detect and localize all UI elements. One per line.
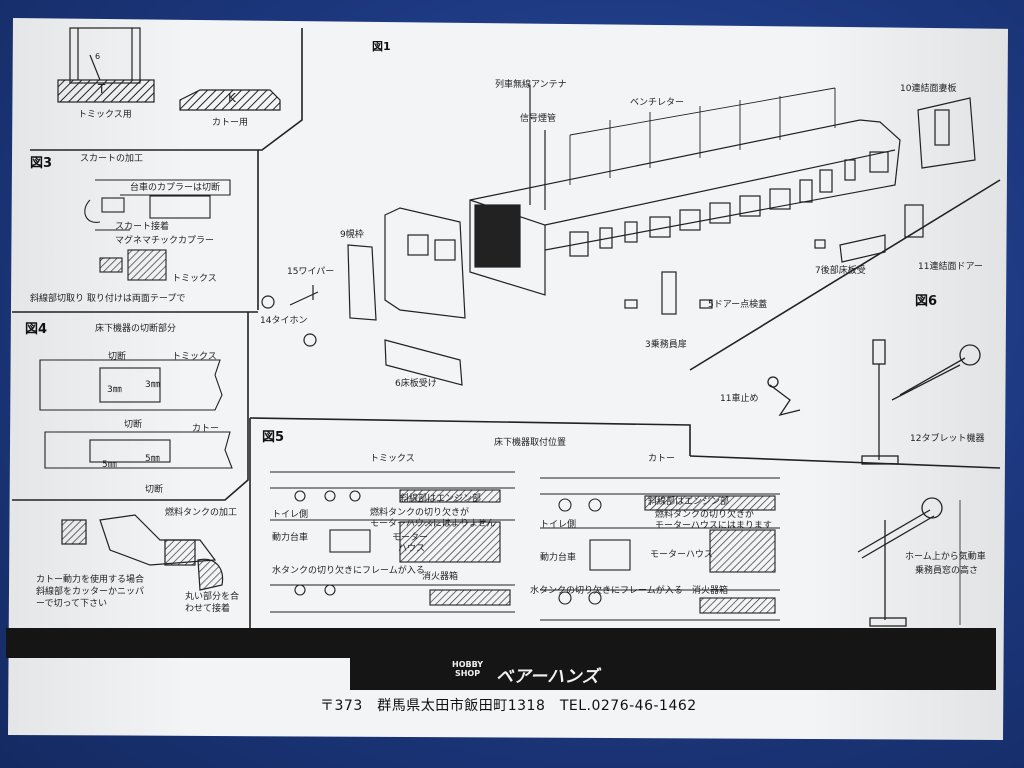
label-5mm-a: 5㎜ — [102, 460, 117, 470]
label-engine-part: 斜線部はエンジン部 — [400, 494, 482, 504]
label-tomix-c: トミックス — [370, 454, 415, 464]
footer-bar — [6, 628, 996, 658]
accessories-drawing — [767, 339, 981, 627]
railcar-drawing — [261, 85, 976, 386]
label-floor6: 6床板受け — [395, 379, 437, 389]
fuel-tank-drawing — [61, 514, 224, 591]
skirt-drawing — [84, 179, 231, 281]
label-power-bogie-a: 動力台車 — [272, 533, 309, 543]
label-fuel-note-b: 燃料タンクの切り欠きが — [655, 510, 755, 520]
shop-name: ベアーハンズ — [496, 667, 600, 687]
label-signal-horn: 信号煙管 — [520, 114, 557, 124]
instruction-sheet — [8, 18, 1008, 740]
label-water-tank-a: 水タンクの切り欠きにフレームが入る — [272, 566, 425, 576]
underfloor-cut-drawing — [39, 359, 233, 469]
label-kato-power: カトー動力を使用する場合 — [36, 575, 145, 585]
fig6-title: 図6 — [915, 294, 938, 309]
label-fuel-tank: 燃料タンクの加工 — [165, 508, 238, 518]
shop-text: SHOP — [454, 669, 481, 678]
label-magnematic: マグネマチックカプラー — [115, 236, 215, 246]
label-round-part: 丸い部分を合 — [185, 592, 240, 602]
label-toilet-b: トイレ側 — [540, 520, 577, 530]
label-floor7: 7後部床板受 — [815, 266, 866, 276]
label-3mm-a: 3㎜ — [107, 385, 122, 395]
floor-layout-drawing — [270, 471, 780, 621]
hobby-text: HOBBY — [452, 660, 484, 669]
label-tomix: トミックス — [172, 274, 217, 284]
label-extinguisher-b: 消火器箱 — [692, 586, 729, 596]
fig5-subtitle: 床下機器取付位置 — [494, 438, 567, 448]
label-fuel-note: 燃料タンクの切り欠きが — [370, 508, 470, 518]
label-water-tank-b: 水タンクの切り欠きにフレームが入る — [530, 586, 683, 596]
footer-bar-right — [350, 658, 996, 690]
label-round-part2: わせて接着 — [185, 604, 231, 614]
hobby-shop-mark: HOBBY SHOP — [452, 660, 483, 678]
label-toilet-a: トイレ側 — [272, 510, 309, 520]
label-cut-b: 切断 — [124, 420, 143, 430]
label-tomix-b: トミックス — [172, 352, 217, 362]
coupler-profile-drawing — [57, 27, 281, 111]
label-kato-used: カトー用 — [212, 118, 249, 128]
fig5-title: 図5 — [262, 430, 285, 445]
label-slant-cut: 斜線部切取り 取り付けは両面テープで — [30, 294, 186, 304]
label-3mm-b: 3㎜ — [145, 380, 160, 390]
label-t: T — [98, 82, 106, 96]
label-kato-power2: 斜線部をカッターかニッパ — [36, 587, 145, 597]
label-skirt-glue: スカート接着 — [115, 222, 170, 232]
label-door11: 11連結面ドアー — [918, 262, 983, 272]
label-horn: 14タイホン — [260, 316, 308, 326]
label-motor-house-a: モーター — [392, 533, 429, 543]
label-5mm-b: 5㎜ — [145, 454, 160, 464]
label-tomix-used: トミックス用 — [78, 110, 132, 120]
fig3-subtitle: スカートの加工 — [80, 154, 144, 164]
label-ventilator: ベンチレター — [630, 98, 685, 108]
label-power-bogie-b: 動力台車 — [540, 553, 577, 563]
label-platform2: 乗務員窓の高さ — [915, 566, 979, 576]
label-coupler-cut: 台車のカプラーは切断 — [130, 183, 221, 193]
label-extinguisher-a: 消火器箱 — [422, 572, 459, 582]
label-k: K — [228, 91, 236, 105]
label-antenna: 列車無線アンテナ — [495, 80, 567, 90]
label-platform: ホーム上から気動車 — [905, 552, 986, 562]
label-motor-house-b: モーターハウス — [650, 550, 713, 560]
label-kato-power3: ーで切って下さい — [36, 599, 108, 609]
label-frame9: 9幌枠 — [340, 230, 364, 240]
label-engine-part-b: 斜線部はエンジン部 — [648, 497, 730, 507]
fig3-title: 図3 — [30, 156, 53, 171]
label-wiper: 15ワイパー — [287, 267, 335, 277]
label-kato-a: カトー — [192, 424, 220, 434]
label-fuel-note-b2: モーターハウスにはまります — [655, 521, 772, 531]
label-fuel-note2: モーターハウスにはまりません — [370, 519, 496, 529]
label-kato-c: カトー — [648, 454, 676, 464]
fig4-subtitle: 床下機器の切断部分 — [95, 324, 177, 334]
label-crew-door: 3乗務員扉 — [645, 340, 687, 350]
fig1-title: 図1 — [372, 40, 391, 53]
label-6: 6 — [95, 52, 101, 61]
fig4-title: 図4 — [25, 322, 48, 337]
shop-address: 〒373 群馬県太田市飯田町1318 TEL.0276-46-1462 — [320, 698, 697, 714]
section-dividers — [12, 28, 1001, 628]
label-cut-a: 切断 — [108, 352, 127, 362]
label-tablet: 12タブレット機器 — [910, 434, 985, 444]
label-motor-house-a2: ハウス — [398, 544, 426, 554]
label-car-stop: 11車止め — [720, 394, 759, 404]
label-door5: 5ドアー点検蓋 — [708, 300, 768, 310]
label-rear-panel: 10連結面妻板 — [900, 84, 957, 94]
label-cut-c: 切断 — [145, 485, 164, 495]
